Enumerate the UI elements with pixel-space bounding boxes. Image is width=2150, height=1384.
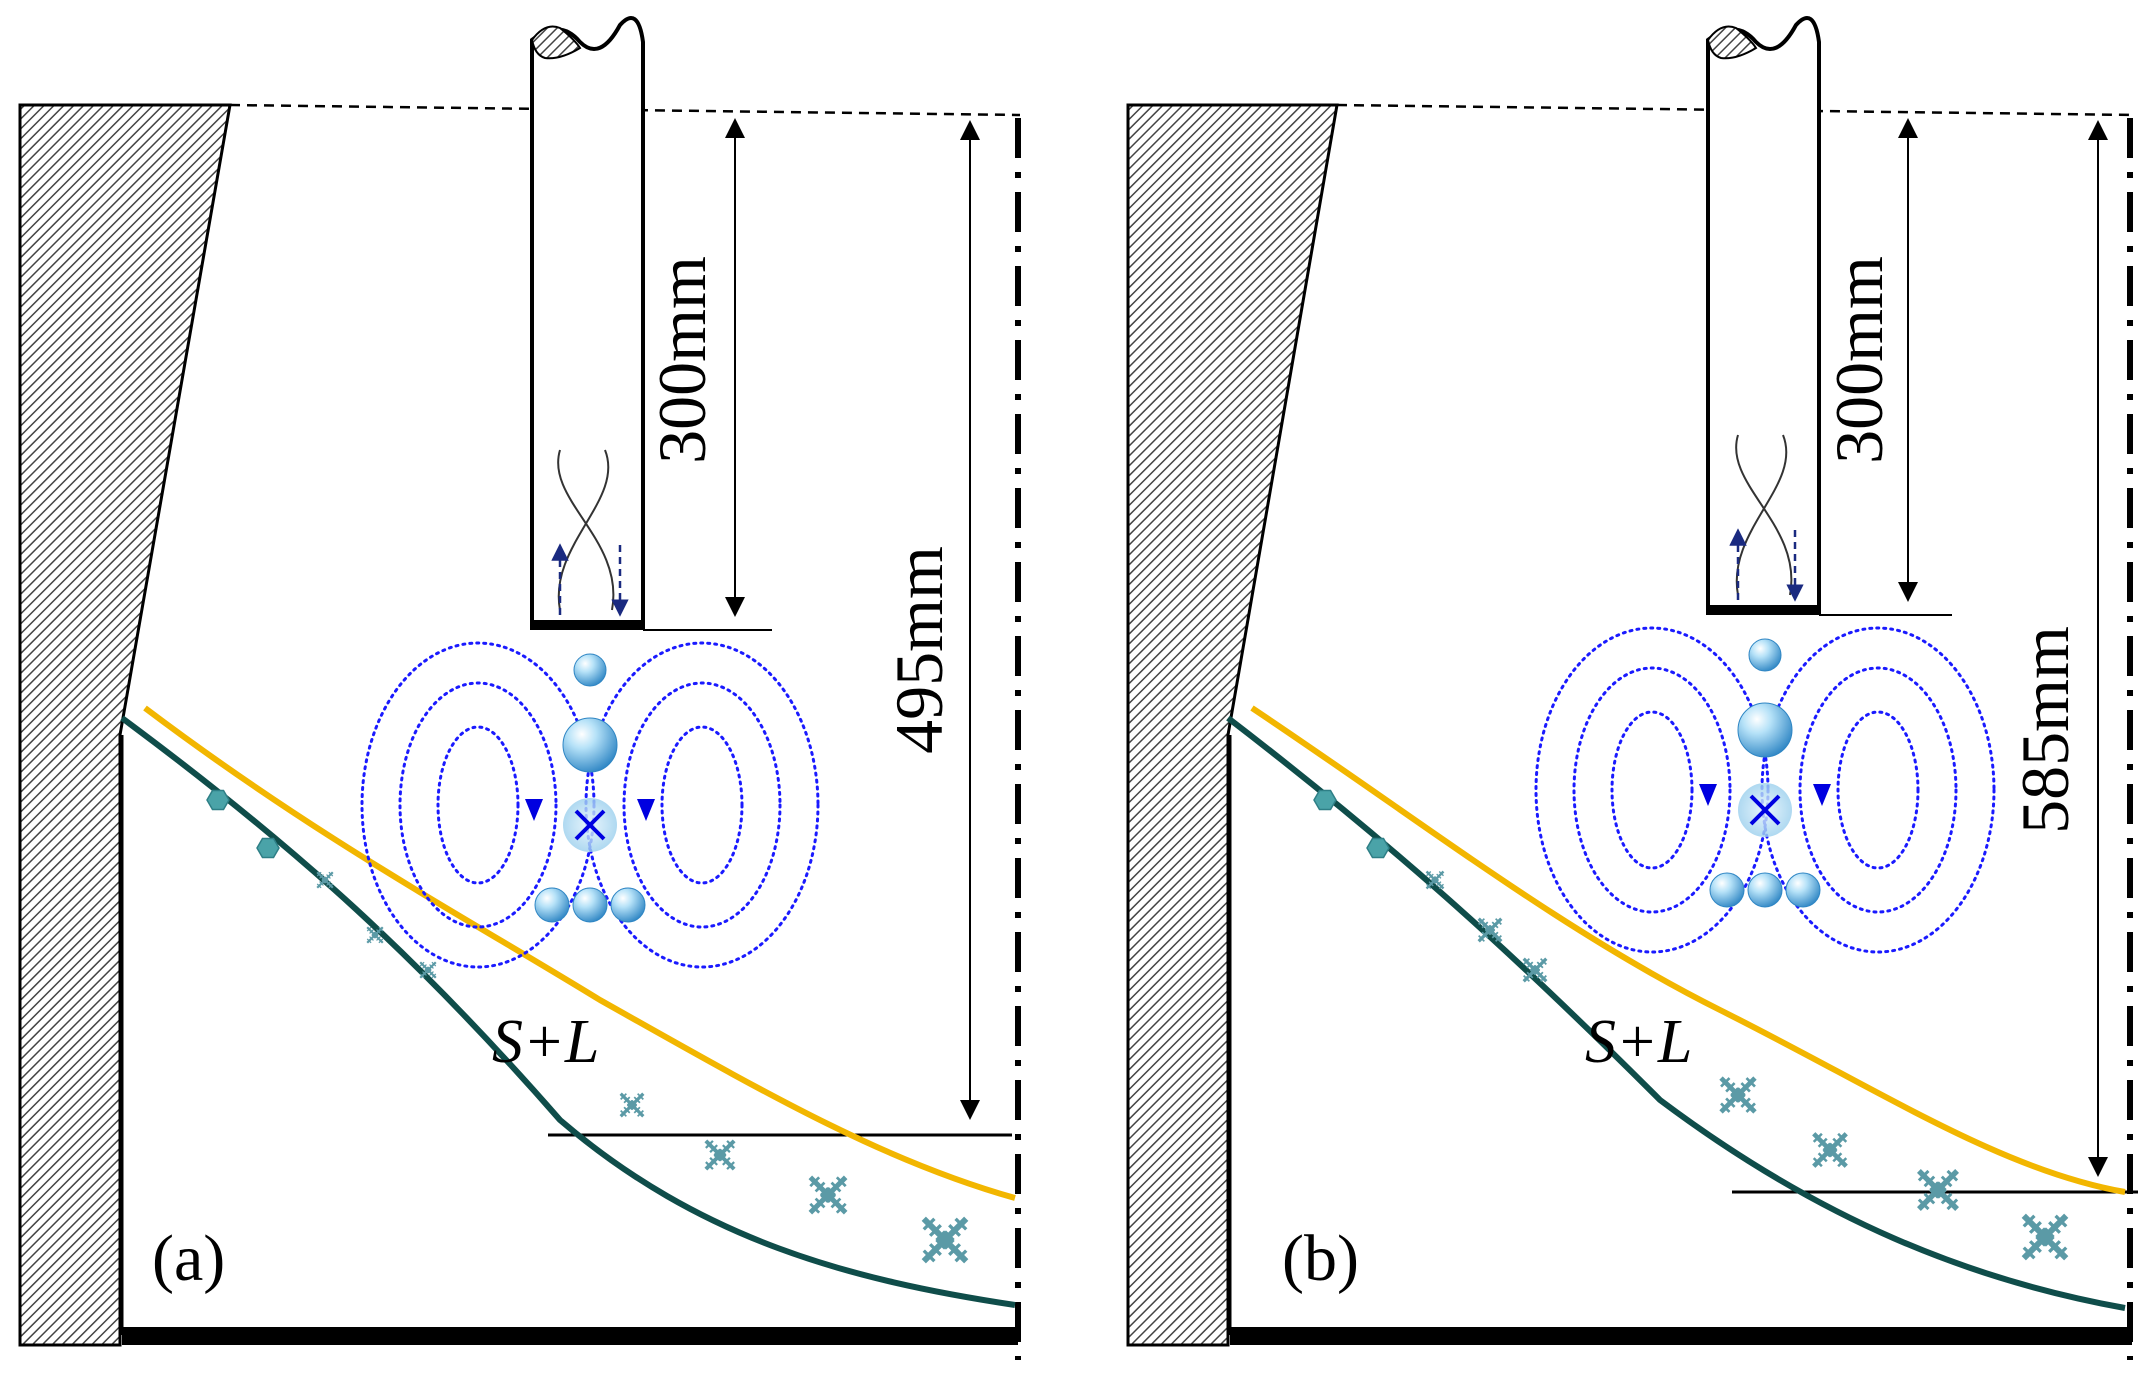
panel-a: 300mm 495mm S+L (a) <box>18 16 1021 1360</box>
nozzle-icon <box>530 16 645 630</box>
gas-bubble-icon <box>534 887 570 923</box>
dimension-label-495-a: 495mm <box>881 546 957 754</box>
dimension-label-585-b: 585mm <box>2007 626 2083 834</box>
flow-arrow-icon <box>1699 784 1717 806</box>
solidus-line-b <box>1226 715 2126 1311</box>
dendrite-crystal-icon <box>921 1216 969 1264</box>
dendrite-crystal-icon <box>316 871 334 889</box>
dendrite-crystal-icon <box>419 961 437 979</box>
gas-bubble-icon <box>1748 638 1782 672</box>
gas-bubble-icon <box>1737 702 1793 758</box>
crystal-group-a <box>206 789 969 1264</box>
bubble-column-a <box>534 653 646 923</box>
crystal-group-b <box>1313 789 2069 1261</box>
crystal-nucleus-icon <box>206 789 230 811</box>
crystal-nucleus-icon <box>1313 789 1337 811</box>
panel-label-b: (b) <box>1282 1222 1359 1295</box>
gas-bubble-icon <box>562 717 618 773</box>
flow-arrow-icon <box>525 799 543 821</box>
dendrite-crystal-icon <box>366 926 384 944</box>
mold-wall-a <box>18 103 232 1347</box>
dendrite-crystal-icon <box>1812 1132 1848 1168</box>
crystal-nucleus-icon <box>256 837 280 859</box>
solidus-line-a <box>120 715 1016 1308</box>
dendrite-crystal-icon <box>1719 1076 1757 1114</box>
dendrite-crystal-icon <box>619 1092 645 1118</box>
dendrite-crystal-icon <box>808 1175 848 1215</box>
panel-label-a: (a) <box>152 1222 225 1295</box>
mold-wall-b <box>1126 103 1339 1347</box>
dendrite-crystal-icon <box>2021 1213 2069 1261</box>
liquidus-line-a <box>143 705 1016 1201</box>
gas-bubble-icon <box>572 887 608 923</box>
dendrite-crystal-icon <box>1425 870 1445 890</box>
dendrite-crystal-icon <box>704 1139 736 1171</box>
gas-bubble-icon <box>1747 872 1783 908</box>
gas-bubble-icon <box>1709 872 1745 908</box>
panel-b: 300mm 585mm S+L (b) <box>1126 16 2138 1360</box>
vortex-left-b <box>1534 626 1770 954</box>
dendrite-crystal-icon <box>1477 917 1503 943</box>
crystal-nucleus-icon <box>1366 837 1390 859</box>
liquidus-line-b <box>1250 705 2126 1195</box>
flow-arrow-icon <box>1813 784 1831 806</box>
flow-arrow-icon <box>637 799 655 821</box>
nozzle-icon <box>1706 16 1821 615</box>
gas-bubble-icon <box>1785 872 1821 908</box>
dendrite-crystal-icon <box>1916 1168 1960 1212</box>
gas-bubble-icon <box>573 653 607 687</box>
zone-label-a: S+L <box>492 1008 599 1076</box>
bottom-plate-b <box>1230 1327 2132 1345</box>
dimension-label-300-b: 300mm <box>1821 256 1897 464</box>
bubble-column-b <box>1709 638 1821 908</box>
gas-bubble-icon <box>610 887 646 923</box>
bottom-plate-a <box>122 1327 1018 1345</box>
zone-label-b: S+L <box>1585 1008 1692 1076</box>
dendrite-crystal-icon <box>1522 957 1548 983</box>
dimension-label-300-a: 300mm <box>644 256 720 464</box>
